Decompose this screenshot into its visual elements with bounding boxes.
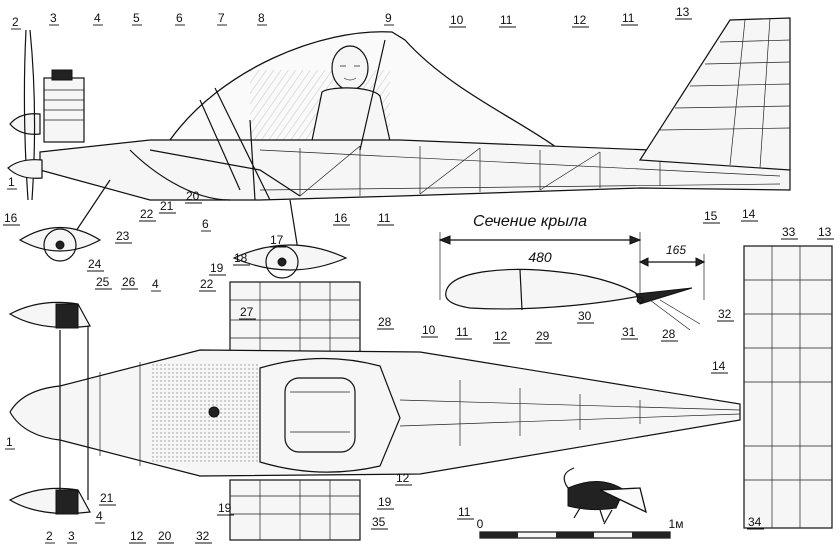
callout-c20b: 20 [158, 529, 172, 543]
grasshopper-logo [563, 467, 647, 525]
callout-c11: 11 [500, 13, 513, 27]
callout-c16: 16 [4, 211, 18, 225]
callout-c25: 25 [96, 275, 110, 289]
callout-c12b: 12 [494, 329, 508, 343]
callout-c17: 17 [270, 233, 284, 247]
pivot [208, 406, 220, 418]
callout-c6: 6 [176, 11, 183, 25]
callout-c27: 27 [240, 305, 254, 319]
engine-mount [129, 149, 231, 201]
pilot-figure [309, 45, 393, 151]
wing-upper [229, 281, 361, 353]
callout-c26: 26 [122, 275, 136, 289]
callout-c28b: 28 [662, 327, 676, 341]
callout-c11b: 11 [622, 11, 635, 25]
callout-c35: 35 [372, 515, 386, 529]
side-view [7, 17, 791, 279]
aileron-value: 165 [666, 243, 686, 257]
lower-spinner [7, 159, 43, 179]
callout-c1b: 1 [6, 435, 13, 449]
callout-c1: 1 [8, 175, 15, 189]
callout-c19: 19 [210, 261, 224, 275]
fuselage-truss [259, 145, 781, 197]
callout-c22b: 22 [200, 277, 214, 291]
callout-c12d: 12 [396, 471, 410, 485]
callout-c34: 34 [748, 515, 762, 529]
callout-c18: 18 [234, 251, 248, 265]
fuselage-top [9, 349, 741, 477]
callout-c9: 9 [385, 11, 392, 25]
fuselage [39, 139, 791, 201]
callout-c29: 29 [536, 329, 550, 343]
callout-c10: 10 [450, 13, 464, 27]
callout-c14b: 14 [712, 359, 726, 373]
engine-lower [55, 489, 79, 515]
seat [284, 377, 356, 453]
wing-lower [229, 479, 361, 541]
vertical-tail [638, 17, 791, 171]
callout-c13b: 13 [818, 225, 832, 239]
callout-c6b: 6 [202, 217, 209, 231]
stabilizer [743, 245, 833, 529]
main-gear-side [18, 179, 348, 279]
callout-c16b: 16 [334, 211, 348, 225]
callout-c11c: 11 [378, 211, 391, 225]
callout-c13: 13 [676, 5, 690, 19]
callout-c32b: 32 [196, 529, 210, 543]
callout-c22: 22 [140, 207, 154, 221]
section-title: Сечение крыла [473, 213, 587, 230]
callout-c12c: 12 [130, 529, 144, 543]
callout-c4: 4 [94, 11, 101, 25]
callout-c21b: 21 [100, 491, 114, 505]
scale-end: 1м [669, 517, 684, 531]
callout-c24: 24 [88, 257, 102, 271]
callout-c3: 3 [50, 11, 57, 25]
callout-c12: 12 [573, 13, 587, 27]
engine-upper [55, 303, 79, 329]
callout-c11d: 11 [456, 325, 469, 339]
scale-start: 0 [477, 517, 484, 531]
callout-c19b: 19 [218, 501, 232, 515]
callout-c15: 15 [704, 209, 718, 223]
callout-c7: 7 [218, 11, 225, 25]
engine-side [43, 69, 85, 143]
wing-section: Сечение крыла 480 165 [438, 213, 706, 331]
callout-c33: 33 [782, 225, 796, 239]
top-view [8, 245, 833, 541]
callout-c2b: 2 [46, 529, 53, 543]
callout-c8: 8 [258, 11, 265, 25]
scale-bar: 0 1м [477, 517, 684, 539]
aileron-section [635, 287, 693, 305]
callout-c20: 20 [186, 189, 200, 203]
callout-c4c: 4 [96, 509, 103, 523]
callout-c11e: 11 [458, 505, 471, 519]
callout-c5: 5 [133, 11, 140, 25]
chord-value: 480 [528, 249, 552, 265]
cockpit-top [259, 357, 401, 473]
callout-c4b: 4 [152, 277, 159, 291]
tail-ribs [659, 17, 791, 169]
callout-c30: 30 [578, 309, 592, 323]
floor-shading [150, 362, 260, 462]
callout-c21: 21 [160, 199, 174, 213]
callout-c32: 32 [718, 307, 732, 321]
callout-c19c: 19 [378, 495, 392, 509]
callout-c28: 28 [378, 315, 392, 329]
callout-c10b: 10 [422, 323, 436, 337]
callout-c3b: 3 [68, 529, 75, 543]
callout-c23: 23 [116, 229, 130, 243]
callout-c14: 14 [742, 207, 756, 221]
callout-c31: 31 [622, 325, 636, 339]
callout-c2: 2 [12, 15, 19, 29]
airfoil [445, 268, 642, 310]
cockpit-frame [149, 39, 386, 201]
